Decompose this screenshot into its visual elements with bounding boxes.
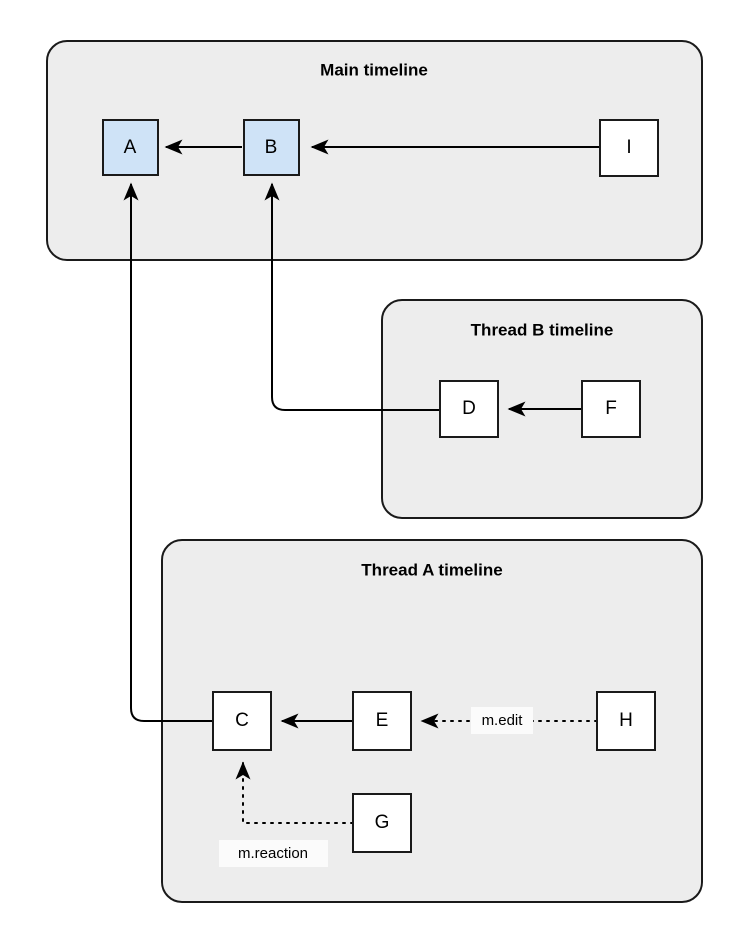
node-g[interactable]: G: [352, 793, 412, 853]
node-f-label: F: [605, 398, 617, 419]
node-i-box[interactable]: [599, 119, 659, 177]
edge-label-m-reaction-bg: [219, 840, 328, 867]
edge-label-m-reaction-text: m.reaction: [238, 845, 308, 862]
node-b-label: B: [265, 137, 278, 158]
node-c-label: C: [235, 710, 249, 731]
node-d-box[interactable]: [439, 380, 499, 438]
edge-label-m-edit: m.edit: [471, 707, 533, 734]
node-h-box[interactable]: [596, 691, 656, 751]
node-b[interactable]: B: [243, 119, 300, 176]
group-main-timeline-box: [46, 40, 703, 261]
edge-label-m-edit-bg: [471, 707, 533, 734]
node-d-label: D: [462, 398, 476, 419]
edge-label-m-edit-text: m.edit: [482, 712, 524, 729]
node-g-label: G: [375, 812, 390, 833]
node-g-box[interactable]: [352, 793, 412, 853]
node-b-box[interactable]: [243, 119, 300, 176]
node-i-label: I: [626, 137, 631, 158]
node-f-box[interactable]: [581, 380, 641, 438]
edge-d-to-b: [264, 182, 440, 411]
node-h-label: H: [619, 710, 633, 731]
node-c-box[interactable]: [212, 691, 272, 751]
edge-c-to-a: [123, 182, 213, 722]
node-e[interactable]: E: [352, 691, 412, 751]
group-main-timeline: Main timeline: [46, 40, 703, 261]
node-a-box[interactable]: [102, 119, 159, 176]
node-e-label: E: [376, 710, 389, 731]
edge-label-m-reaction: m.reaction: [219, 840, 328, 867]
group-main-timeline-title: Main timeline: [320, 60, 428, 79]
node-f[interactable]: F: [581, 380, 641, 438]
group-thread-a-timeline-title: Thread A timeline: [361, 560, 502, 579]
node-i[interactable]: I: [599, 119, 659, 177]
node-d[interactable]: D: [439, 380, 499, 438]
node-e-box[interactable]: [352, 691, 412, 751]
node-h[interactable]: H: [596, 691, 656, 751]
node-c[interactable]: C: [212, 691, 272, 751]
group-thread-b-timeline-title: Thread B timeline: [471, 320, 614, 339]
node-a[interactable]: A: [102, 119, 159, 176]
node-a-label: A: [124, 137, 137, 158]
